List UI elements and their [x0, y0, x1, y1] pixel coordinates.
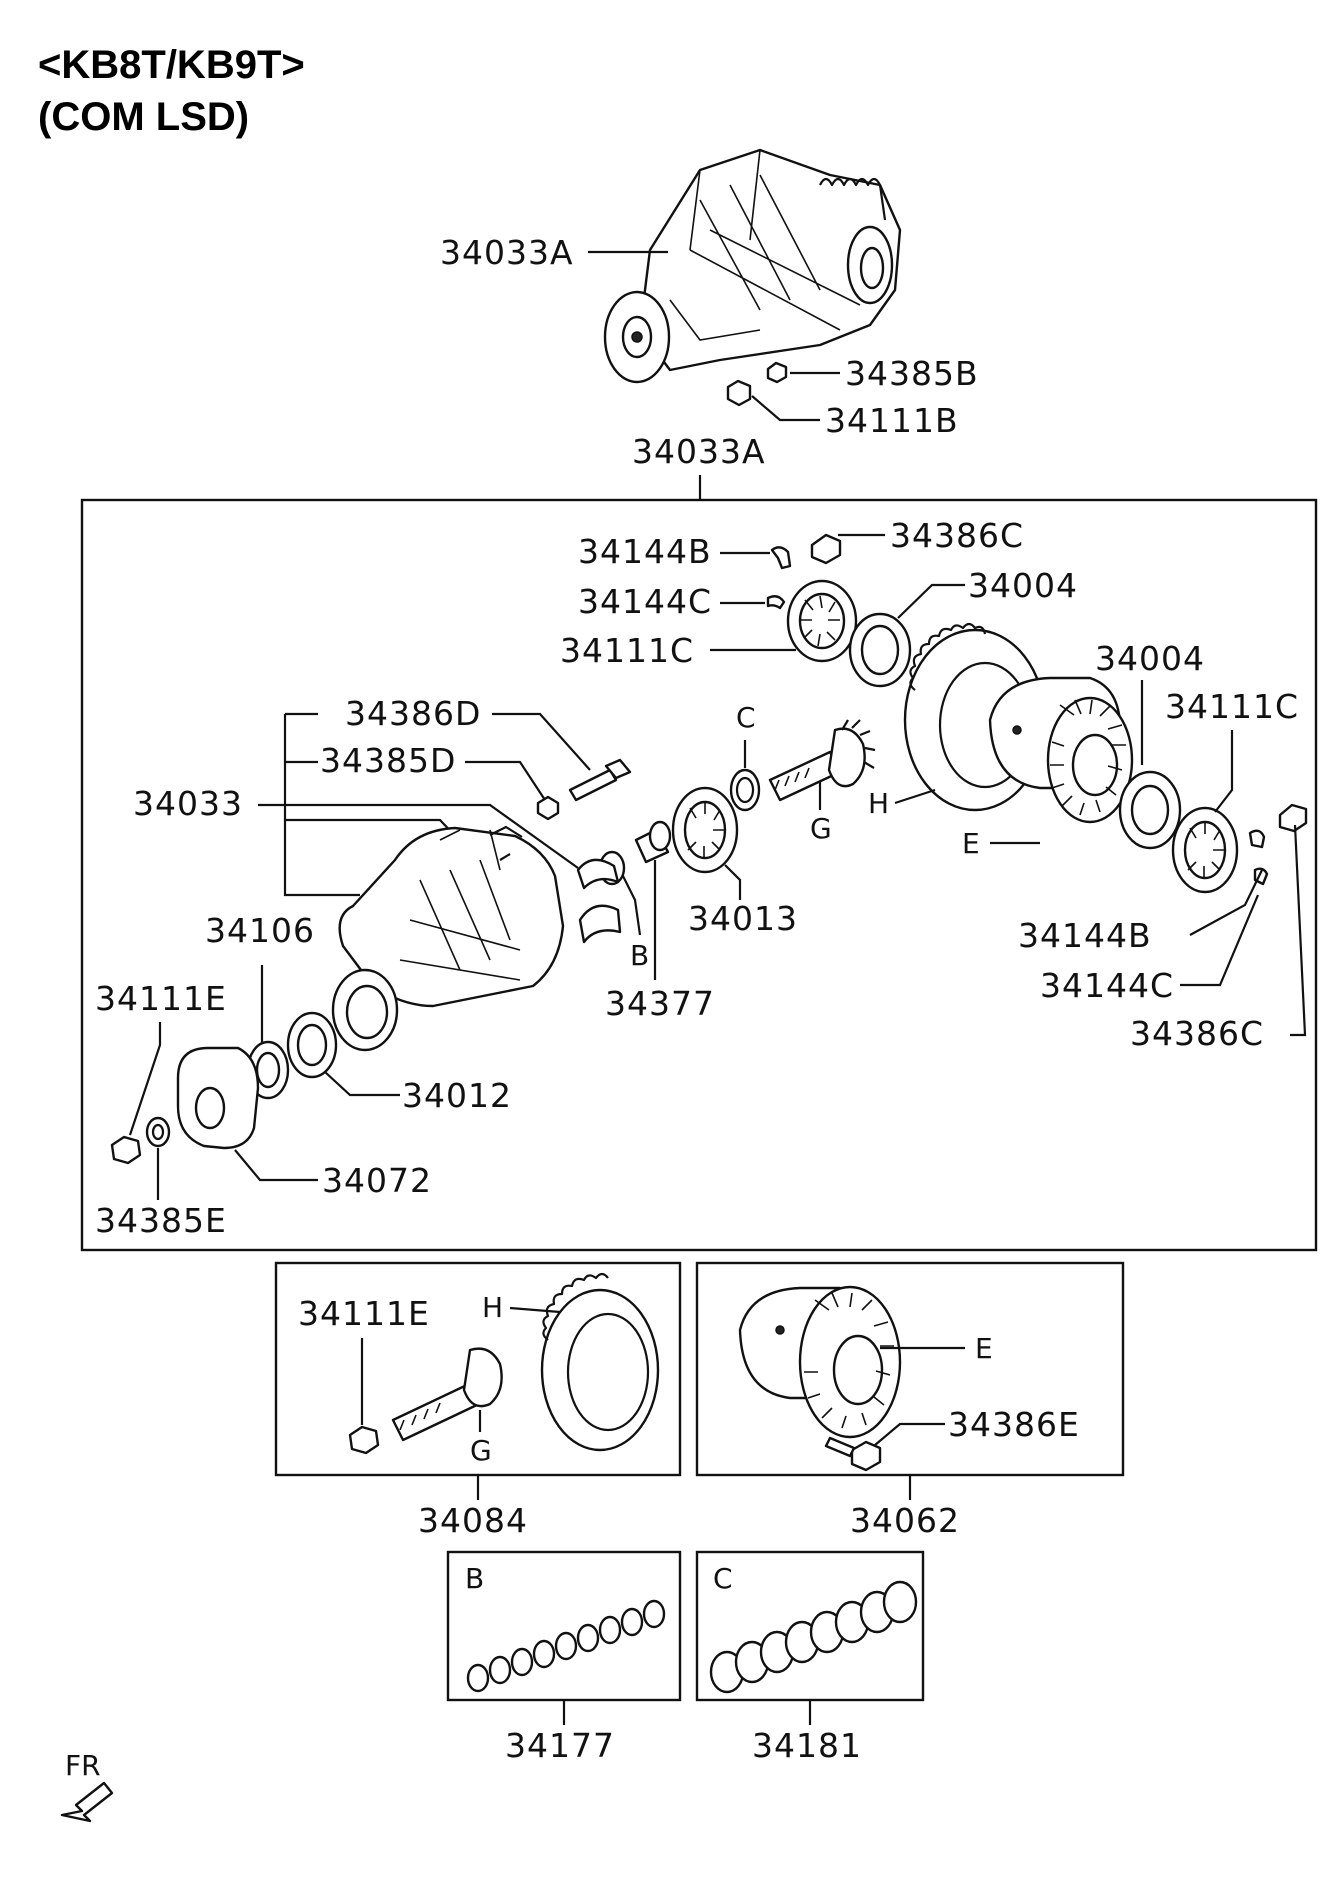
label-34111c-top: 34111C	[560, 631, 694, 670]
carrier-assembly-drawing	[603, 148, 902, 407]
bolt-34386c-right-icon	[1278, 803, 1308, 833]
label-34385e: 34385E	[95, 1201, 227, 1240]
sub-34181-part-number: 34181	[752, 1726, 862, 1765]
nut-34111b-icon	[726, 379, 752, 407]
label-34144b-right: 34144B	[1018, 916, 1152, 955]
washer-34385e-icon	[145, 1116, 171, 1148]
label-34385d: 34385D	[320, 741, 456, 780]
sub-34084-ring-gear-icon	[540, 1272, 660, 1452]
label-34377: 34377	[605, 984, 715, 1023]
main-assembly-frame	[80, 498, 1318, 1252]
sub-34177-shims-icon	[466, 1599, 666, 1693]
label-34144b-top: 34144B	[578, 532, 712, 571]
bolt-34386d-icon	[568, 768, 618, 802]
front-direction-arrow-icon	[60, 1781, 114, 1823]
carrier-housing-34033-icon	[331, 825, 565, 1052]
sub-34062-label-case: E	[975, 1332, 993, 1365]
label-34033a-top: 34033A	[440, 233, 574, 272]
sub-34084-nut-icon	[348, 1425, 380, 1455]
label-34144c-top: 34144C	[578, 582, 712, 621]
label-34012: 34012	[402, 1076, 512, 1115]
sub-34084-pinion-icon	[391, 1347, 503, 1442]
sub-34177-label-ref: B	[465, 1562, 484, 1595]
label-34072: 34072	[322, 1161, 432, 1200]
diff-case-e-icon	[988, 676, 1134, 824]
sub-34181-label-ref: C	[713, 1562, 733, 1595]
sub-34084-part-number: 34084	[418, 1501, 528, 1540]
nut-34111e-icon	[110, 1135, 142, 1165]
direction-label: FR	[65, 1749, 101, 1782]
ref-letter-g: G	[810, 812, 832, 845]
label-34033: 34033	[133, 784, 243, 823]
diagram-title-variant: (COM LSD)	[38, 95, 249, 139]
sub-34177-part-number: 34177	[505, 1726, 615, 1765]
clip-34144b-icon	[770, 546, 792, 570]
sub-34062-label-bolt: 34386E	[948, 1405, 1080, 1444]
label-34004-top: 34004	[968, 566, 1078, 605]
label-34386c-top: 34386C	[890, 516, 1024, 555]
sub-34084-label-ring: H	[482, 1291, 503, 1324]
sub-34084-label-pinion: G	[470, 1434, 492, 1467]
sub-34084-label-nut: 34111E	[298, 1294, 430, 1333]
label-34033a-frame: 34033A	[632, 432, 766, 471]
label-34386d: 34386D	[345, 694, 481, 733]
spacer-c-icon	[729, 768, 761, 812]
ref-letter-e: E	[962, 827, 980, 860]
clip-34144b-right-icon	[1248, 829, 1266, 849]
label-34144c-right: 34144C	[1040, 966, 1174, 1005]
label-34106: 34106	[205, 911, 315, 950]
sub-34062-diff-case-icon	[738, 1285, 902, 1439]
nut-34385b-icon	[766, 361, 788, 384]
sub-34062-part-number: 34062	[850, 1501, 960, 1540]
bolt-34386c-top-icon	[810, 533, 842, 565]
diagram-title-model: <KB8T/KB9T>	[38, 43, 305, 87]
nut-34385d-icon	[536, 795, 560, 821]
sub-34062-bolt-icon	[850, 1440, 882, 1472]
drive-pinion-g-icon	[768, 719, 876, 802]
label-34385b: 34385B	[845, 354, 979, 393]
label-34111b: 34111B	[825, 401, 959, 440]
label-34386c-right: 34386C	[1130, 1014, 1264, 1053]
ref-letter-h: H	[868, 787, 889, 820]
clip-34144c-icon	[766, 595, 786, 610]
ref-letter-c: C	[736, 701, 756, 734]
ref-letter-b: B	[630, 939, 649, 972]
label-34013: 34013	[688, 899, 798, 938]
bearing-cap-upper-icon	[576, 858, 620, 890]
label-34111e: 34111E	[95, 979, 227, 1018]
sub-34181-spacers-icon	[709, 1580, 918, 1694]
bearing-cap-lower-icon	[578, 904, 622, 944]
label-34111c-right: 34111C	[1165, 687, 1299, 726]
label-34004-right: 34004	[1095, 639, 1205, 678]
